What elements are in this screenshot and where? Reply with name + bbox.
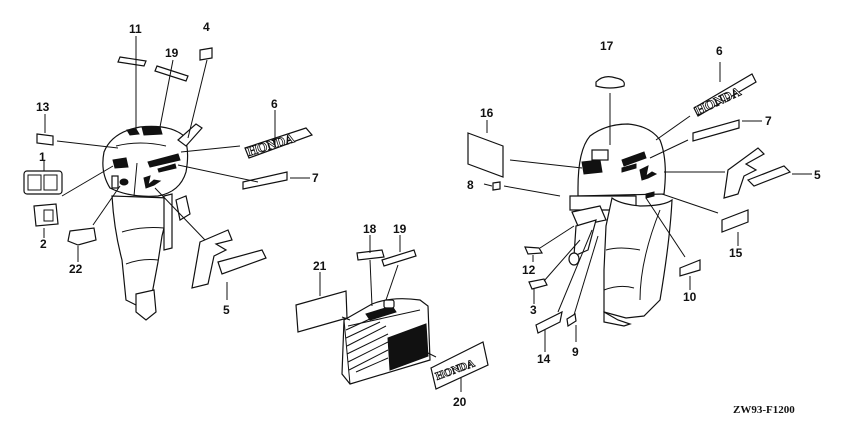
fourstroke-emblem-left bbox=[191, 229, 267, 289]
label-19-center bbox=[381, 249, 417, 267]
callout-12: 12 bbox=[522, 263, 536, 277]
callout-5-right: 5 bbox=[814, 168, 821, 182]
callout-3: 3 bbox=[530, 303, 537, 317]
label-16 bbox=[467, 132, 504, 178]
label-4-left bbox=[199, 47, 213, 61]
callout-16: 16 bbox=[480, 106, 494, 120]
center-leader-lines bbox=[319, 235, 462, 392]
label-22-left bbox=[67, 227, 97, 246]
cowl-stripe-1 bbox=[621, 151, 647, 167]
right-outboard-engine bbox=[568, 123, 673, 327]
callout-17: 17 bbox=[600, 39, 614, 53]
label-11-left bbox=[117, 56, 147, 67]
callout-2: 2 bbox=[40, 237, 47, 251]
label-7-right bbox=[692, 119, 740, 142]
reference-code: ZW93-F1200 bbox=[733, 404, 795, 416]
callout-14: 14 bbox=[537, 352, 551, 366]
callout-20: 20 bbox=[453, 395, 467, 409]
left-outboard-engine bbox=[102, 123, 203, 321]
callout-19-left: 19 bbox=[165, 46, 179, 60]
label-13-left bbox=[36, 133, 54, 146]
callout-7-right: 7 bbox=[765, 114, 772, 128]
callout-13: 13 bbox=[36, 100, 50, 114]
callout-10: 10 bbox=[683, 290, 697, 304]
callout-21: 21 bbox=[313, 259, 327, 273]
label-10 bbox=[679, 259, 701, 277]
callout-6-left: 6 bbox=[271, 97, 278, 111]
label-9 bbox=[566, 313, 577, 327]
callout-9: 9 bbox=[572, 345, 579, 359]
tank-panel-black bbox=[387, 323, 429, 371]
label-8 bbox=[492, 181, 501, 191]
callout-22: 22 bbox=[69, 262, 83, 276]
label-17 bbox=[595, 76, 625, 89]
left-labels: HONDA bbox=[23, 47, 314, 289]
label-15 bbox=[721, 209, 749, 233]
label-14 bbox=[535, 310, 563, 334]
label-21 bbox=[295, 290, 348, 333]
right-labels: HONDA bbox=[467, 73, 792, 334]
callout-8: 8 bbox=[467, 178, 474, 192]
tank-hatch bbox=[345, 317, 389, 373]
center-labels: HONDA bbox=[295, 249, 489, 390]
callout-15: 15 bbox=[729, 246, 743, 260]
model-emblem-99 bbox=[23, 170, 63, 195]
callout-18: 18 bbox=[363, 222, 377, 236]
label-19-left bbox=[154, 65, 189, 82]
honda-emblem-right: HONDA bbox=[693, 73, 757, 118]
cowl-label-top-2 bbox=[141, 126, 163, 136]
label-7-left bbox=[242, 171, 288, 190]
callout-4: 4 bbox=[203, 20, 210, 34]
fuel-tank bbox=[341, 298, 431, 385]
label-18 bbox=[356, 249, 385, 261]
label-12 bbox=[524, 246, 544, 255]
right-leader-lines bbox=[483, 62, 812, 352]
left-leader-lines bbox=[43, 36, 310, 300]
callout-6-right: 6 bbox=[716, 44, 723, 58]
callout-19-center: 19 bbox=[393, 222, 407, 236]
callout-1: 1 bbox=[39, 150, 46, 164]
svg-text:HONDA: HONDA bbox=[245, 130, 296, 159]
fourstroke-emblem-right bbox=[723, 147, 792, 199]
callout-labels: 1 2 3 4 5 5 6 6 7 7 8 9 10 11 12 13 14 1… bbox=[36, 20, 821, 409]
cowl-label-top-1 bbox=[126, 128, 140, 136]
callout-5-left: 5 bbox=[223, 303, 230, 317]
honda-emblem-left: HONDA bbox=[244, 127, 314, 159]
label-3 bbox=[528, 278, 548, 290]
callout-11: 11 bbox=[129, 22, 142, 36]
model-emblem-10 bbox=[33, 203, 59, 227]
svg-text:HONDA: HONDA bbox=[693, 83, 744, 117]
callout-7-left: 7 bbox=[312, 171, 319, 185]
honda-emblem-tank: HONDA bbox=[430, 341, 489, 390]
